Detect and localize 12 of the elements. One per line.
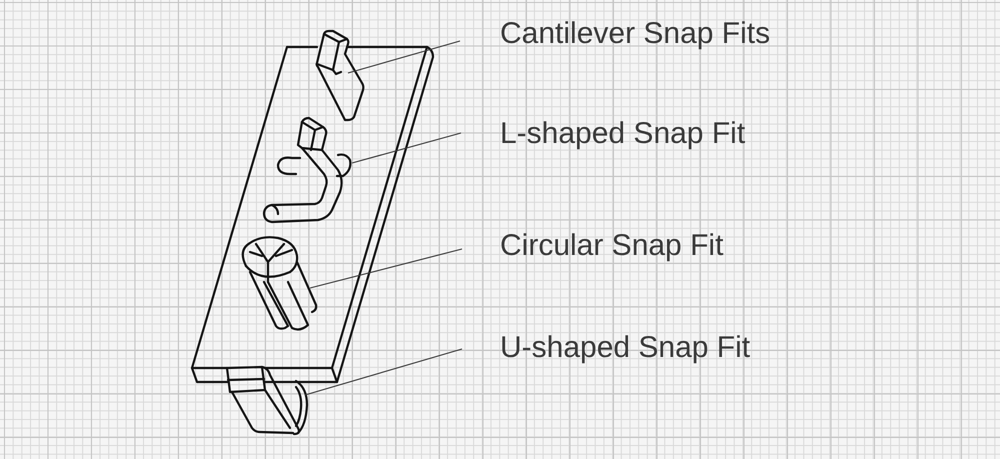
part-label: U-shaped Snap Fit	[500, 331, 750, 365]
part-label: L-shaped Snap Fit	[500, 117, 746, 151]
l-shaped-snap-fit	[262, 116, 352, 224]
circular-snap-fit	[242, 236, 318, 331]
leader-line	[310, 248, 462, 289]
leader-line	[352, 132, 462, 164]
part-label: Circular Snap Fit	[500, 229, 724, 263]
leader-line	[304, 348, 462, 396]
cantilever-snap-fit	[316, 30, 364, 122]
u-shaped-snap-fit	[226, 366, 308, 436]
leader-line	[348, 40, 460, 74]
part-label: Cantilever Snap Fits	[500, 17, 770, 51]
